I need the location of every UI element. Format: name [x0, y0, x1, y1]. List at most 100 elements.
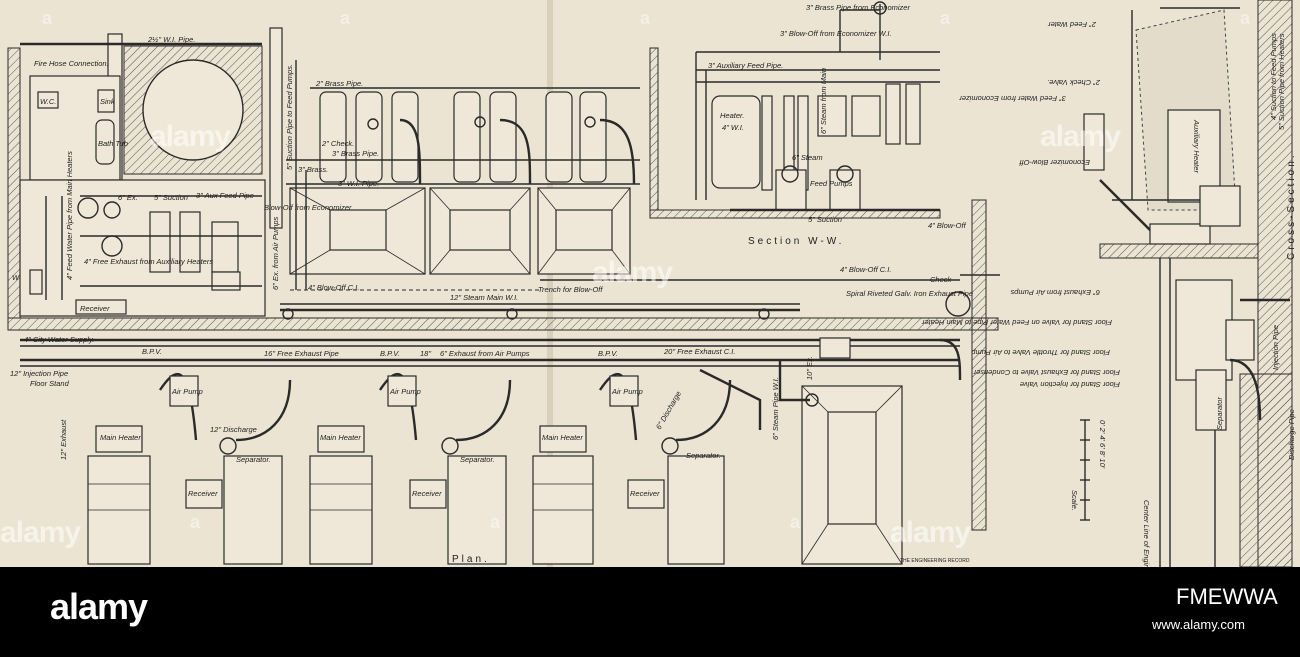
watermark-text: alamy	[592, 256, 673, 289]
pump-wheel-1	[77, 197, 99, 219]
label-receiver-1: Receiver	[188, 489, 218, 498]
label-free-exhaust-20: 20" Free Exhaust C.I.	[663, 347, 735, 356]
watermark-logo: a	[42, 8, 53, 28]
label-floor-stand-throttle: Floor Stand for Throttle Valve to Air Pu…	[971, 348, 1110, 357]
section-ww-view	[649, 1, 941, 219]
label-aux-feed-pipe-3: 3" Auxiliary Feed Pipe.	[708, 61, 783, 70]
wc-fixture	[37, 91, 59, 109]
engineering-drawing: 2½" W.I. Pipe. Fire Hose Connection. W.C…	[0, 0, 1300, 593]
feed-pump-b	[829, 169, 861, 211]
label-bpv-3: B.P.V.	[598, 349, 618, 358]
watermark-text: alamy	[890, 516, 971, 549]
feed-pump-a	[775, 169, 807, 211]
plan-drawing-svg: 2½" W.I. Pipe. Fire Hose Connection. W.C…	[7, 0, 1297, 593]
label-engineering-record: THE ENGINEERING RECORD	[900, 558, 970, 564]
label-floor-stand: Floor Stand	[30, 379, 70, 388]
label-plan: Plan.	[452, 554, 490, 565]
label-steam-6: 6" Steam	[792, 153, 823, 162]
label-suction-feed-pumps: 4" Suction to Feed Pumps	[1269, 33, 1278, 120]
label-injection-pipe: 12" Injection Pipe	[10, 369, 68, 378]
label-suction-pipe-cs: 5" Suction Pipe from Heaters	[1277, 33, 1286, 130]
watermark-logo: a	[1240, 8, 1251, 28]
engine-bay-3	[532, 372, 732, 565]
watermark-logo: a	[340, 8, 351, 28]
engine-bay-1	[87, 372, 292, 565]
stock-url[interactable]: www.alamy.com	[1152, 617, 1245, 632]
plan-view	[7, 27, 1000, 565]
label-air-pump-3: Air Pump	[611, 387, 643, 396]
label-bpv-2: B.P.V.	[380, 349, 400, 358]
label-brass-pipe-3: 3" Brass Pipe.	[332, 149, 379, 158]
label-suction-pipe-feed: 5" Suction Pipe to Feed Pumps.	[285, 64, 294, 170]
label-separator-3: Separator.	[686, 451, 721, 460]
label-scale-ticks: 0' 2' 4' 6' 8' 10'	[1098, 420, 1107, 469]
watermark-logo: a	[190, 512, 201, 532]
drum-3	[391, 91, 419, 183]
heater-vessel	[711, 95, 761, 189]
label-scale: Scale.	[1070, 490, 1079, 511]
label-bath-tub: Bath Tub	[98, 139, 128, 148]
label-suction-5b: 5" Suction	[808, 215, 842, 224]
watermark-text: alamy	[150, 120, 231, 153]
label-economizer-blowoff: Economizer Blow-Off	[1019, 158, 1090, 167]
watermark-logo: a	[940, 8, 951, 28]
label-ex-10: 10" Ex.	[805, 356, 814, 380]
fire-hose-riser	[269, 27, 283, 229]
label-check-valve: 2" Check Valve.	[1047, 78, 1101, 87]
label-cross-section: Cross-Section.	[1286, 152, 1297, 260]
drum-4	[453, 91, 481, 183]
label-suction-5: 5" Suction	[154, 193, 188, 202]
label-steam-pipe-6: 6" Steam Pipe W.I.	[771, 377, 780, 440]
label-exhaust-air-pumps: 6" Exhaust from Air Pumps	[1010, 288, 1100, 297]
label-feed-water-2: 2" Feed Water	[1048, 20, 1097, 29]
chimney-circle	[142, 59, 244, 161]
label-steam-main: 12" Steam Main W.I.	[450, 293, 518, 302]
label-brass-pipe-2: 2" Brass Pipe.	[315, 79, 363, 88]
label-wc: W.C.	[40, 97, 56, 106]
label-separator-2: Separator.	[460, 455, 495, 464]
label-check-2: 2" Check.	[321, 139, 354, 148]
label-wi-4: 4" W.I.	[722, 123, 744, 132]
label-blowoff-4c: 4" Blow-Off	[928, 221, 967, 230]
label-center-line: Center Line of Engine Shaft	[1142, 500, 1151, 567]
label-w-marker: W	[12, 273, 20, 282]
label-section-ww: Section W-W.	[748, 236, 844, 247]
label-main-heater-3: Main Heater	[542, 433, 583, 442]
separator-small	[29, 269, 43, 295]
label-free-exhaust-16: 16" Free Exhaust Pipe	[264, 349, 339, 358]
label-fire-hose: Fire Hose Connection.	[34, 59, 109, 68]
feed-pump-2	[179, 211, 201, 273]
label-blowoff-economizer: Blow-Off from Economizer	[264, 203, 352, 212]
label-main-heater-1: Main Heater	[100, 433, 141, 442]
label-exhaust-6: 6" Exhaust from Air Pumps	[440, 349, 530, 358]
label-check: Check	[930, 275, 953, 284]
check-valve-circle	[945, 291, 971, 317]
drum-5	[489, 91, 517, 183]
label-exhaust-18: 18"	[420, 349, 431, 358]
label-steam-from-main: 6" Steam from Main	[819, 68, 828, 134]
label-spiral-riveted: Spiral Riveted Galv. Iron Exhaust Pipe	[846, 289, 973, 298]
label-injection-pipe-cs: Injection Pipe	[1271, 325, 1280, 370]
label-heater: Heater.	[720, 111, 744, 120]
watermark-logo: a	[790, 512, 801, 532]
cs-separator	[1195, 369, 1227, 431]
drum-6	[545, 91, 573, 183]
stock-id: FMEWWA	[1176, 584, 1278, 609]
label-discharge-pipe: Discharge Pipe	[1287, 409, 1296, 460]
label-wi-pipe-3: 3" W.I. Pipe.	[338, 179, 379, 188]
brand-logo[interactable]: alamy	[50, 586, 148, 627]
east-wall	[971, 199, 987, 531]
label-ex-from-air-pumps: 6" Ex. from Air Pumps	[271, 217, 280, 290]
drum-7	[579, 91, 607, 183]
label-feed-pumps: Feed Pumps	[810, 179, 853, 188]
label-separator-1: Separator.	[236, 455, 271, 464]
watermark-logo: a	[490, 512, 501, 532]
watermark-text: alamy	[1040, 120, 1121, 153]
label-receiver-2: Receiver	[412, 489, 442, 498]
label-city-water: 4" City Water Supply.	[24, 335, 94, 344]
feed-pump-3	[211, 221, 239, 273]
label-air-pump-2: Air Pump	[389, 387, 421, 396]
label-ex-6: 6" Ex.	[118, 193, 138, 202]
label-separator-cs: Separator	[1215, 397, 1224, 430]
